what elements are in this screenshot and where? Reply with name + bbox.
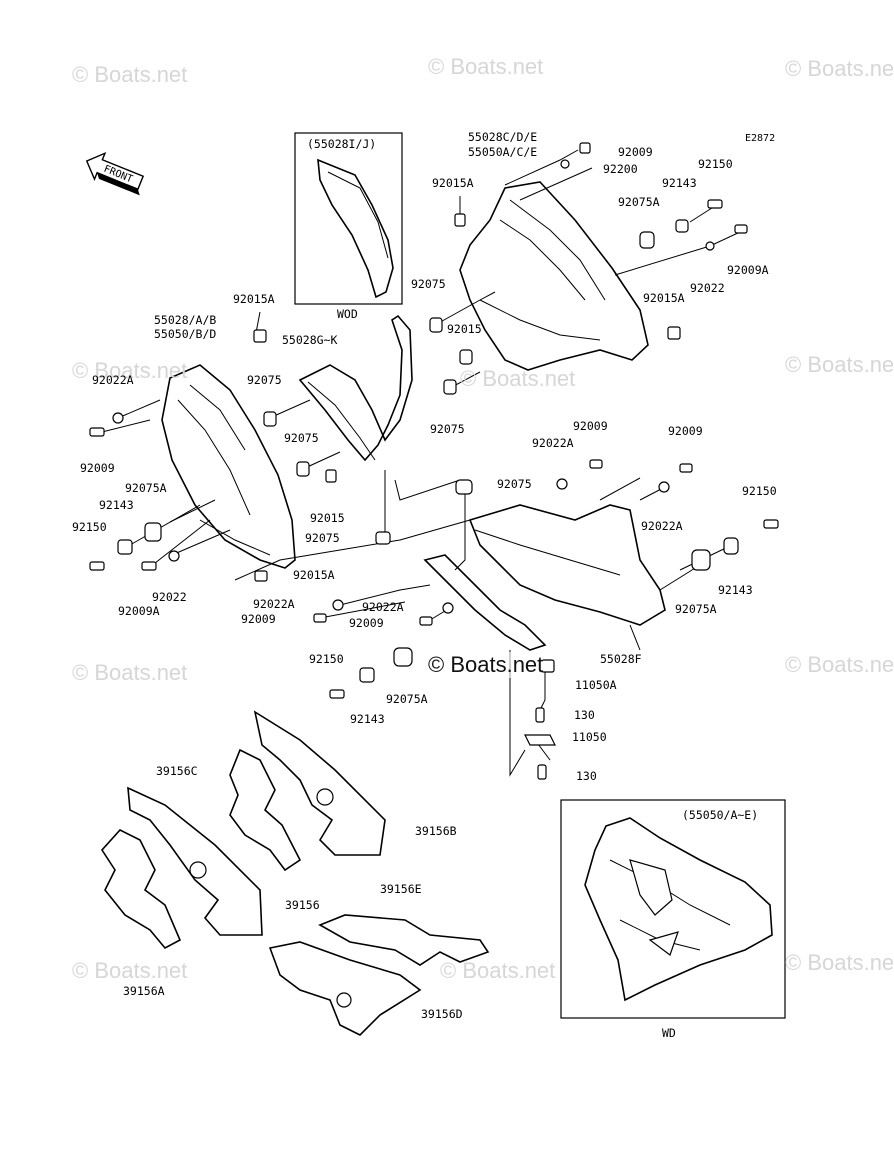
heat-shield-39156D — [268, 941, 422, 1036]
part-label: 92022 — [690, 281, 725, 295]
part-label: 11050 — [572, 730, 607, 744]
front-arrow-icon — [85, 151, 145, 196]
part-label: 92009 — [668, 424, 703, 438]
inset-top-cowl-part — [317, 158, 394, 299]
part-label: 92143 — [99, 498, 134, 512]
part-label: 92075A — [618, 195, 660, 209]
heat-shield-39156C — [229, 748, 302, 872]
watermark: © Boats.net — [785, 652, 894, 677]
heat-shield-39156A — [100, 829, 182, 950]
part-label: 92022A — [253, 597, 295, 611]
part-label: 55028C/D/E — [468, 130, 538, 144]
part-label: 92015 — [447, 322, 482, 336]
part-label: 39156A — [123, 984, 165, 998]
part-label: 92022A — [362, 600, 404, 614]
part-label: 92143 — [718, 583, 753, 597]
part-label: 92143 — [350, 712, 385, 726]
heat-shield-39156E — [318, 914, 490, 966]
upper-right-cowl-part — [459, 181, 649, 371]
part-label: 92075 — [305, 531, 340, 545]
inset-box-bottom — [560, 799, 786, 1019]
part-label: 55028G~K — [282, 333, 338, 347]
watermark: © Boats.net — [785, 352, 894, 377]
watermark-center: © Boats.net — [428, 652, 544, 678]
part-label: 92075 — [247, 373, 282, 387]
center-upper-cowl-part — [298, 314, 413, 462]
part-label: 39156B — [415, 824, 457, 838]
watermark: © Boats.net — [428, 54, 544, 79]
part-label: 92009 — [241, 612, 276, 626]
left-cowl-part — [161, 364, 296, 569]
part-label: 92015A — [432, 176, 474, 190]
inset-top-caption: WOD — [337, 307, 358, 321]
part-label: 92009 — [618, 145, 653, 159]
watermark: © Boats.net — [785, 950, 894, 975]
part-label: 92150 — [72, 520, 107, 534]
inner-cover-part — [423, 554, 547, 651]
part-label: 39156C — [156, 764, 198, 778]
part-label: 92075 — [430, 422, 465, 436]
part-label: 92009 — [573, 419, 608, 433]
part-label: 92022 — [152, 590, 187, 604]
heat-shield-39156B — [253, 710, 386, 856]
part-label: 39156 — [285, 898, 320, 912]
part-label: 92009 — [349, 616, 384, 630]
part-label: 92150 — [698, 157, 733, 171]
watermark: © Boats.net — [785, 56, 894, 81]
part-label: 92075A — [675, 602, 717, 616]
part-label: 130 — [576, 769, 597, 783]
lower-right-cowl-part — [468, 504, 666, 626]
part-label: 92075A — [386, 692, 428, 706]
watermark: © Boats.net — [72, 358, 188, 383]
part-label: 130 — [574, 708, 595, 722]
inset-bottom-cowl-part — [584, 817, 773, 1002]
part-label: 55050/B/D — [154, 327, 217, 341]
part-label: 92015A — [233, 292, 275, 306]
part-label: 55050A/C/E — [468, 145, 538, 159]
part-label: 92075 — [411, 277, 446, 291]
part-label: 92075A — [125, 481, 167, 495]
part-label: 92150 — [742, 484, 777, 498]
part-label: 92022A — [532, 436, 574, 450]
hardware-items — [89, 142, 779, 780]
part-label: 55028/A/B — [154, 313, 217, 327]
watermark: © Boats.net — [460, 366, 576, 391]
part-label: 11050A — [575, 678, 617, 692]
diagram-code: E2872 — [745, 133, 776, 144]
inset-bottom-title: (55050/A~E) — [682, 808, 759, 822]
part-label: 92150 — [309, 652, 344, 666]
watermark: © Boats.net — [72, 660, 188, 685]
part-label: 92015A — [643, 291, 685, 305]
part-label: 92009A — [118, 604, 160, 618]
watermark: © Boats.net — [440, 958, 556, 983]
part-label: 39156D — [421, 1007, 463, 1021]
part-label: 92009 — [80, 461, 115, 475]
part-label: 92015A — [293, 568, 335, 582]
watermark: © Boats.net — [72, 62, 188, 87]
part-label: 92015 — [310, 511, 345, 525]
part-label: 92075 — [497, 477, 532, 491]
part-label: 92022A — [641, 519, 683, 533]
inset-box-top — [294, 132, 403, 305]
part-label: 92200 — [603, 162, 638, 176]
watermark: © Boats.net — [72, 958, 188, 983]
inset-top-title: (55028I/J) — [307, 137, 377, 151]
part-label: 92075 — [284, 431, 319, 445]
part-label: 55028F — [600, 652, 642, 666]
part-label: 92022A — [92, 373, 134, 387]
part-label: 92009A — [727, 263, 769, 277]
heat-shield-39156 — [127, 786, 263, 936]
inset-bottom-caption: WD — [662, 1026, 676, 1040]
part-label: 39156E — [380, 882, 422, 896]
part-label: 92143 — [662, 176, 697, 190]
